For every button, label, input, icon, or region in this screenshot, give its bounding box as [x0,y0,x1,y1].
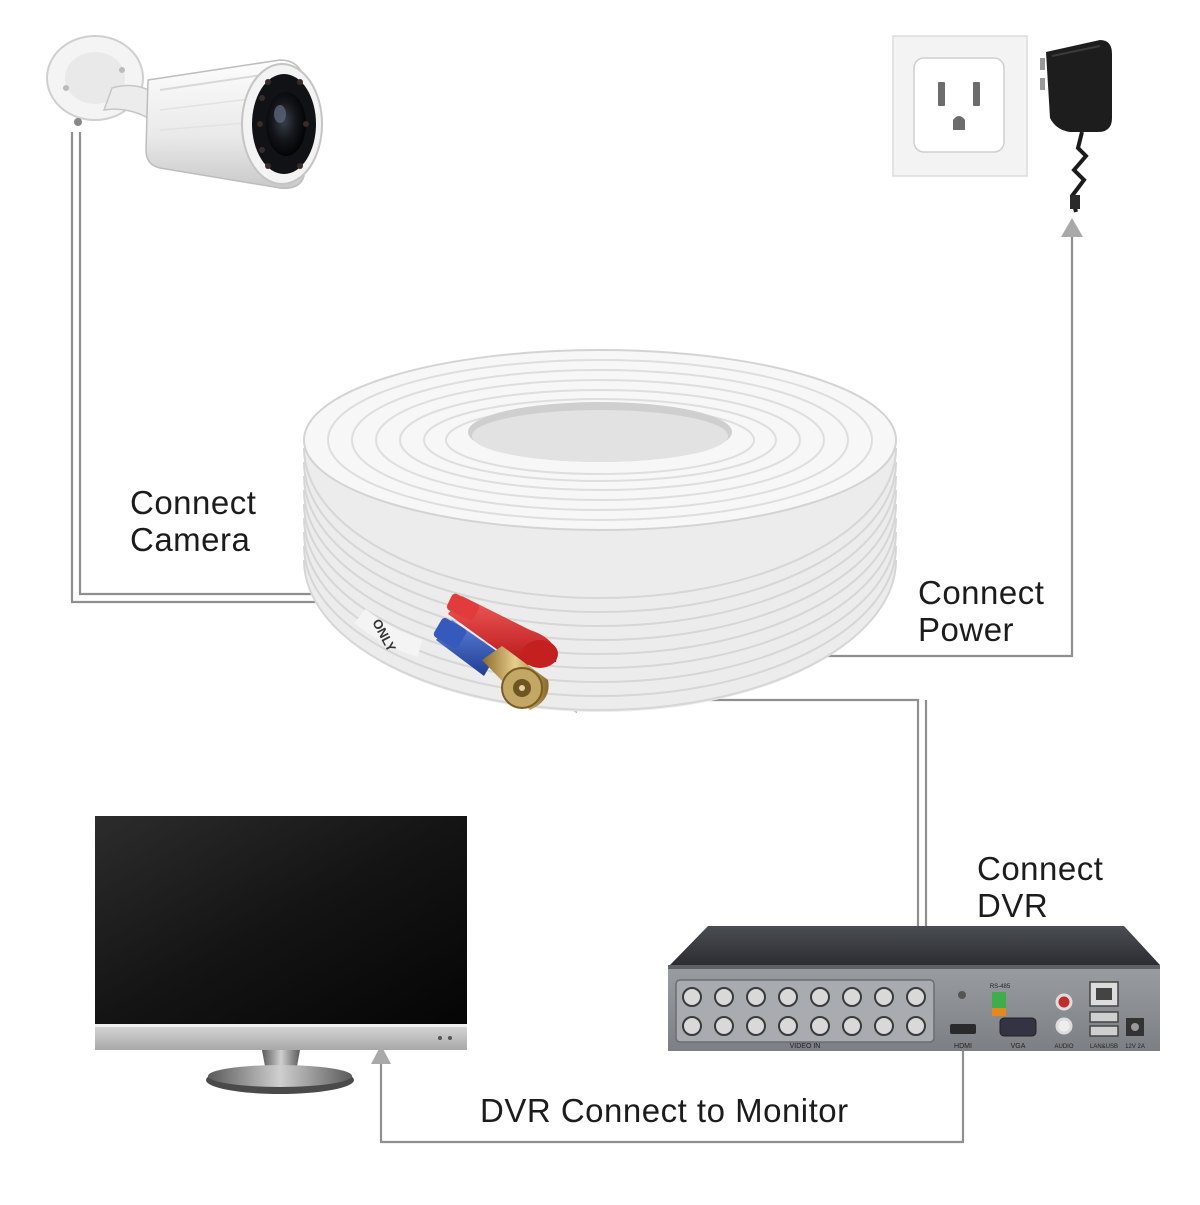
power-arrow-up-icon [1061,218,1083,237]
connect-dvr-line2: DVR [977,887,1049,924]
monitor-icon [95,816,467,1094]
wall-outlet-icon [892,35,1028,177]
dvr-hdmi-label: HDMI [954,1043,972,1050]
bnc-cable-coil-icon: ONLY [303,349,897,712]
monitor-connection-line [371,1036,965,1144]
monitor-arrow-up-icon [371,1045,391,1064]
connect-power-label: Connect Power [918,574,1044,648]
power-adapter-icon [1040,40,1112,213]
dvr-power-label: 12V 2A [1125,1044,1145,1050]
power-plug-red-icon [446,593,558,668]
security-camera-icon [46,35,323,189]
dvr-to-monitor-text: DVR Connect to Monitor [480,1092,849,1129]
vga-port-icon [999,1017,1037,1037]
dvr-recorder-icon: VIDEO IN HDMI RS-485 VGA AUDIO LAN&USB 1… [668,926,1160,1051]
dvr-lan-usb-label: LAN&USB [1090,1044,1118,1050]
connect-camera-line1: Connect [130,484,257,521]
dvr-to-monitor-label: DVR Connect to Monitor [480,1092,849,1129]
dvr-video-in-label: VIDEO IN [790,1043,821,1050]
dvr-vga-label: VGA [1011,1043,1026,1050]
connect-dvr-line1: Connect [977,850,1104,887]
connect-power-line2: Power [918,611,1015,648]
connect-camera-line2: Camera [130,521,251,558]
dvr-audio-label: AUDIO [1054,1044,1073,1050]
connect-camera-label: Connect Camera [130,484,256,558]
connect-power-line1: Connect [918,574,1045,611]
dvr-rs485-label: RS-485 [990,984,1011,990]
bnc-connector-blue-icon [433,617,549,710]
camera-connection-line [70,132,318,604]
usb-port-icon [1089,1011,1119,1023]
hdmi-port-icon [950,1024,976,1034]
video-in-ports [682,987,926,1036]
connect-dvr-label: Connect DVR [977,850,1103,924]
